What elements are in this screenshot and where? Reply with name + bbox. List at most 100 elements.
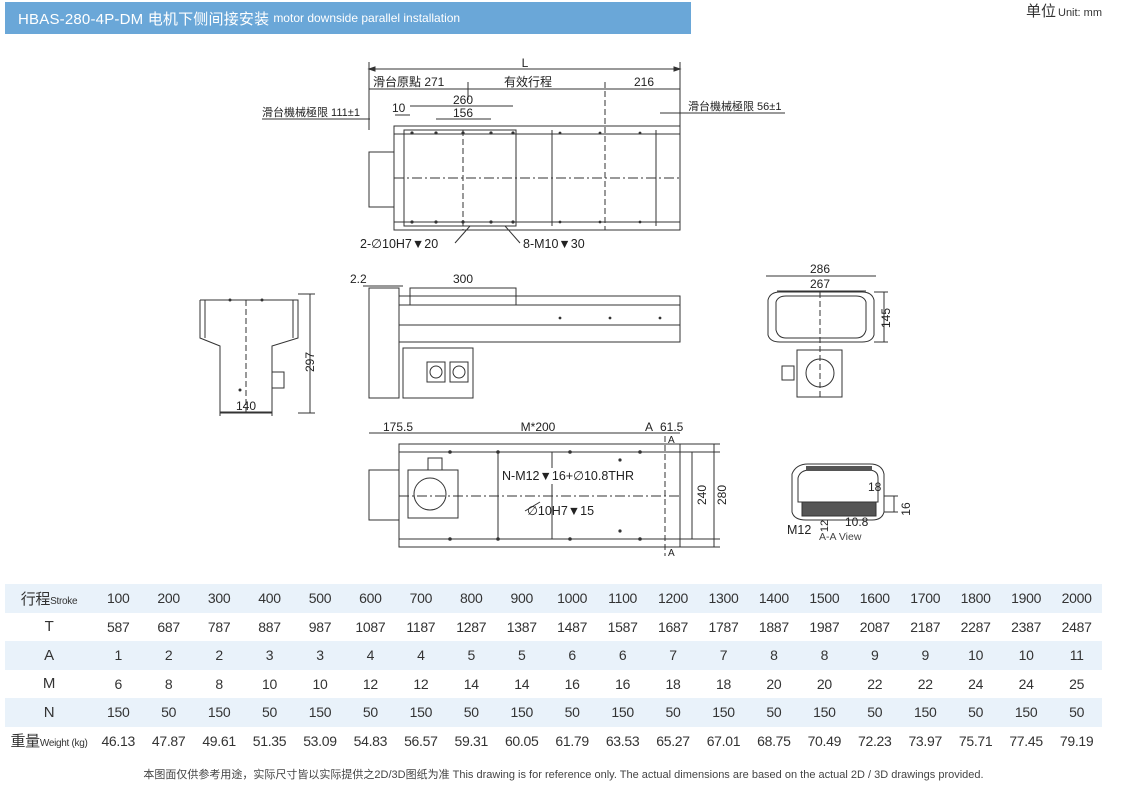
- spec-cell: 1300: [698, 584, 749, 613]
- spec-cell: 987: [294, 612, 346, 641]
- footer-note: 本图面仅供参考用途，实际尺寸皆以实际提供之2D/3D图纸为准 This draw…: [143, 769, 984, 781]
- spec-cell: 10: [1000, 641, 1052, 670]
- spec-cell: 2487: [1051, 612, 1102, 641]
- spec-cell: 1: [93, 641, 144, 670]
- top-view: L 滑台原點 271 有效行程 216 260 156 10 滑台機械極限 11…: [262, 56, 785, 251]
- spec-cell: 150: [597, 698, 648, 727]
- spec-cell: 5: [496, 641, 547, 670]
- spec-cell: 887: [244, 612, 295, 641]
- spec-row-label: A: [5, 641, 93, 670]
- spec-cell: 63.53: [597, 726, 648, 755]
- spec-cell: 2187: [900, 612, 951, 641]
- spec-cell: 1487: [546, 612, 598, 641]
- spec-cell: 73.97: [900, 726, 951, 755]
- spec-cell: 1787: [698, 612, 749, 641]
- spec-cell: 8: [193, 669, 245, 698]
- dim-300: 300: [453, 272, 473, 286]
- dim-140: 140: [236, 399, 256, 413]
- spec-cell: 6: [597, 641, 648, 670]
- spec-cell: 59.31: [446, 726, 497, 755]
- spec-cell: 1100: [597, 584, 648, 613]
- spec-cell: 54.83: [345, 726, 396, 755]
- spec-cell: 3: [294, 641, 346, 670]
- spec-cell: 9: [900, 641, 951, 670]
- spec-cell: 10: [294, 669, 346, 698]
- spec-cell: 18: [698, 669, 749, 698]
- spec-cell: 150: [93, 698, 144, 727]
- spec-cell: 2: [193, 641, 245, 670]
- spec-cell: 2087: [849, 612, 900, 641]
- spec-cell: 100: [93, 584, 144, 613]
- spec-cell: 20: [748, 669, 800, 698]
- dim-L: L: [522, 56, 529, 70]
- dim-18: 18: [868, 480, 882, 494]
- spec-cell: 10: [244, 669, 295, 698]
- spec-cell: 12: [395, 669, 447, 698]
- spec-cell: 1200: [647, 584, 699, 613]
- spec-cell: 61.79: [546, 726, 598, 755]
- spec-cell: 4: [345, 641, 396, 670]
- spec-cell: 22: [900, 669, 951, 698]
- spec-cell: 150: [698, 698, 749, 727]
- spec-cell: 4: [395, 641, 447, 670]
- dim-240: 240: [695, 485, 709, 505]
- spec-cell: 6: [546, 641, 598, 670]
- spec-cell: 22: [849, 669, 900, 698]
- spec-cell: 2287: [950, 612, 1001, 641]
- spec-cell: 1800: [950, 584, 1001, 613]
- spec-cell: 8: [799, 641, 850, 670]
- spec-cell: 150: [900, 698, 951, 727]
- thread-m12: M12: [787, 523, 811, 537]
- spec-cell: 587: [93, 612, 144, 641]
- spec-cell: 14: [496, 669, 547, 698]
- dim-2-2: 2.2: [350, 272, 367, 286]
- spec-cell: 150: [799, 698, 850, 727]
- dim-origin: 滑台原點 271: [373, 74, 445, 89]
- spec-cell: 11: [1051, 641, 1102, 670]
- dim-175-5: 175.5: [383, 420, 413, 434]
- spec-cell: 900: [496, 584, 547, 613]
- dim-12: 12: [819, 520, 831, 532]
- spec-cell: 150: [193, 698, 245, 727]
- dim-145: 145: [879, 308, 893, 328]
- front-view: 286 267 145: [766, 262, 893, 400]
- spec-cell: 51.35: [244, 726, 295, 755]
- pin-callout-bottom: ∅10H7▼15: [527, 504, 594, 518]
- spec-cell: 50: [950, 698, 1001, 727]
- spec-cell: 53.09: [294, 726, 346, 755]
- spec-cell: 72.23: [849, 726, 900, 755]
- spec-cell: 68.75: [748, 726, 800, 755]
- spec-cell: 50: [1051, 698, 1102, 727]
- svg-text:A: A: [668, 548, 675, 559]
- spec-cell: 2000: [1051, 584, 1102, 613]
- dim-216: 216: [634, 75, 654, 89]
- spec-cell: 787: [193, 612, 245, 641]
- spec-cell: 50: [647, 698, 699, 727]
- spec-cell: 70.49: [799, 726, 850, 755]
- model-subtitle: motor downside parallel installation: [273, 11, 461, 25]
- dim-156: 156: [453, 106, 473, 120]
- spec-cell: 56.57: [395, 726, 447, 755]
- spec-cell: 18: [647, 669, 699, 698]
- dim-10: 10: [392, 101, 406, 115]
- technical-drawing: L 滑台原點 271 有效行程 216 260 156 10 滑台機械極限 11…: [199, 56, 913, 559]
- spec-cell: 800: [446, 584, 497, 613]
- spec-cell: 1187: [395, 612, 447, 641]
- spec-cell: 5: [446, 641, 497, 670]
- spec-cell: 50: [345, 698, 396, 727]
- dim-16: 16: [899, 502, 913, 516]
- spec-cell: 50: [143, 698, 194, 727]
- spec-row-label: M: [5, 669, 93, 698]
- dim-61-5: 61.5: [660, 420, 684, 434]
- dim-stroke: 有效行程: [504, 74, 552, 89]
- spec-cell: 2387: [1000, 612, 1052, 641]
- spec-cell: 1000: [546, 584, 598, 613]
- spec-cell: 25: [1051, 669, 1102, 698]
- pin-callout: 2-∅10H7▼20: [360, 237, 438, 251]
- bottom-view: 175.5 M*200 A 61.5 A A N-M12▼16+∅10.8THR…: [368, 420, 729, 559]
- dim-267: 267: [810, 277, 830, 291]
- spec-cell: 150: [496, 698, 547, 727]
